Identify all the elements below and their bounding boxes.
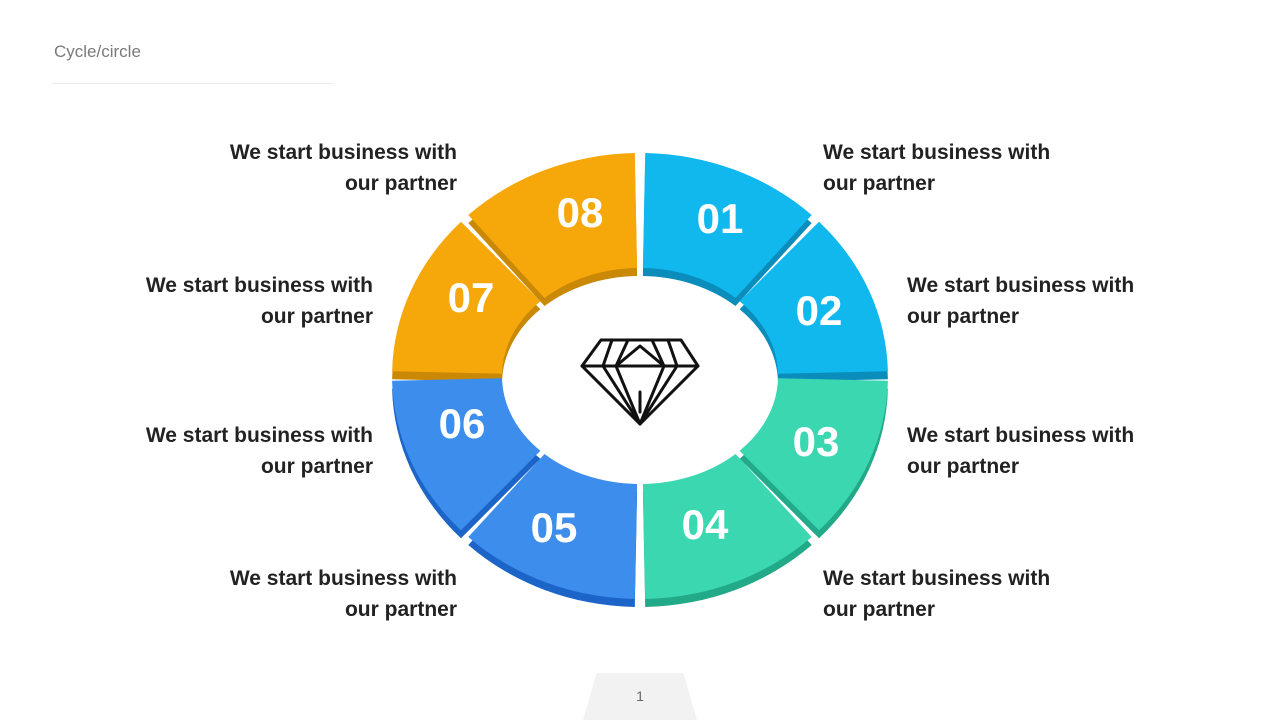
- segment-06: [392, 378, 541, 531]
- cycle-diagram: 01 02 03 04 05 06 07 08: [392, 153, 888, 607]
- page-number-tab: [583, 673, 697, 720]
- segment-03: [739, 378, 888, 531]
- segment-number-01: 01: [697, 195, 744, 242]
- segment-02: [739, 221, 888, 374]
- segment-number-layer: 01 02 03 04 05 06 07 08: [439, 189, 843, 551]
- segment-top-layer: [392, 153, 888, 599]
- page-number: 1: [636, 688, 644, 704]
- segment-number-06: 06: [439, 400, 486, 447]
- segment-number-08: 08: [557, 189, 604, 236]
- segment-number-07: 07: [448, 274, 495, 321]
- page-title: Cycle/circle: [54, 42, 141, 61]
- title-divider: [52, 83, 334, 84]
- segment-number-04: 04: [682, 501, 729, 548]
- diamond-icon: [580, 338, 700, 426]
- segment-number-02: 02: [796, 287, 843, 334]
- segment-07: [392, 221, 541, 374]
- segment-08: [468, 153, 638, 298]
- segment-number-05: 05: [531, 504, 578, 551]
- segment-number-03: 03: [793, 418, 840, 465]
- segment-04: [642, 454, 812, 599]
- segment-05: [468, 454, 638, 599]
- segment-01: [642, 153, 812, 298]
